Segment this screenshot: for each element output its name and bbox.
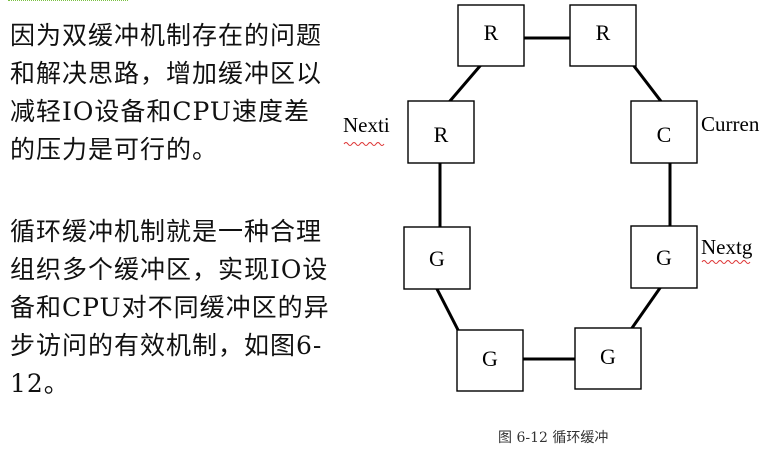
label-nextg: Nextg — [701, 235, 753, 259]
buffer-node-bottom-right: G — [574, 327, 642, 390]
buffer-node-nexti: R — [407, 100, 475, 164]
label-current: Curren — [701, 112, 760, 136]
paragraph-2: 循环缓冲机制就是一种合理组织多个缓冲区，实现IO设备和CPU对不同缓冲区的异步访… — [10, 217, 330, 398]
buffer-node-left-lower: G — [403, 226, 471, 290]
spellcheck-underline-nexti — [343, 142, 385, 146]
label-nexti: Nexti — [343, 113, 390, 137]
svg-text:G: G — [429, 246, 445, 271]
figure-caption: 图 6-12 循环缓冲 — [498, 430, 609, 446]
edge-upper-left — [447, 63, 483, 104]
buffer-node-top-left: R — [457, 4, 525, 67]
spellcheck-underline-nextg — [701, 260, 751, 264]
svg-text:C: C — [657, 122, 672, 147]
svg-text:R: R — [434, 122, 449, 147]
edge-lower-left — [434, 286, 461, 333]
buffer-node-bottom-left: G — [456, 329, 524, 392]
edge-lower-right — [629, 285, 663, 331]
svg-text:R: R — [596, 20, 611, 45]
buffer-node-top-right: R — [569, 4, 637, 67]
svg-text:R: R — [484, 20, 499, 45]
buffer-node-current: C — [630, 100, 698, 164]
svg-text:G: G — [482, 346, 498, 371]
svg-text:G: G — [600, 344, 616, 369]
buffer-node-nextg: G — [630, 225, 698, 289]
paragraph-1: 因为双缓冲机制存在的问题和解决思路，增加缓冲区以减轻IO设备和CPU速度差的压力… — [10, 21, 323, 164]
corner-mark — [8, 0, 128, 3]
edge-upper-right — [631, 63, 663, 103]
svg-text:G: G — [656, 245, 672, 270]
